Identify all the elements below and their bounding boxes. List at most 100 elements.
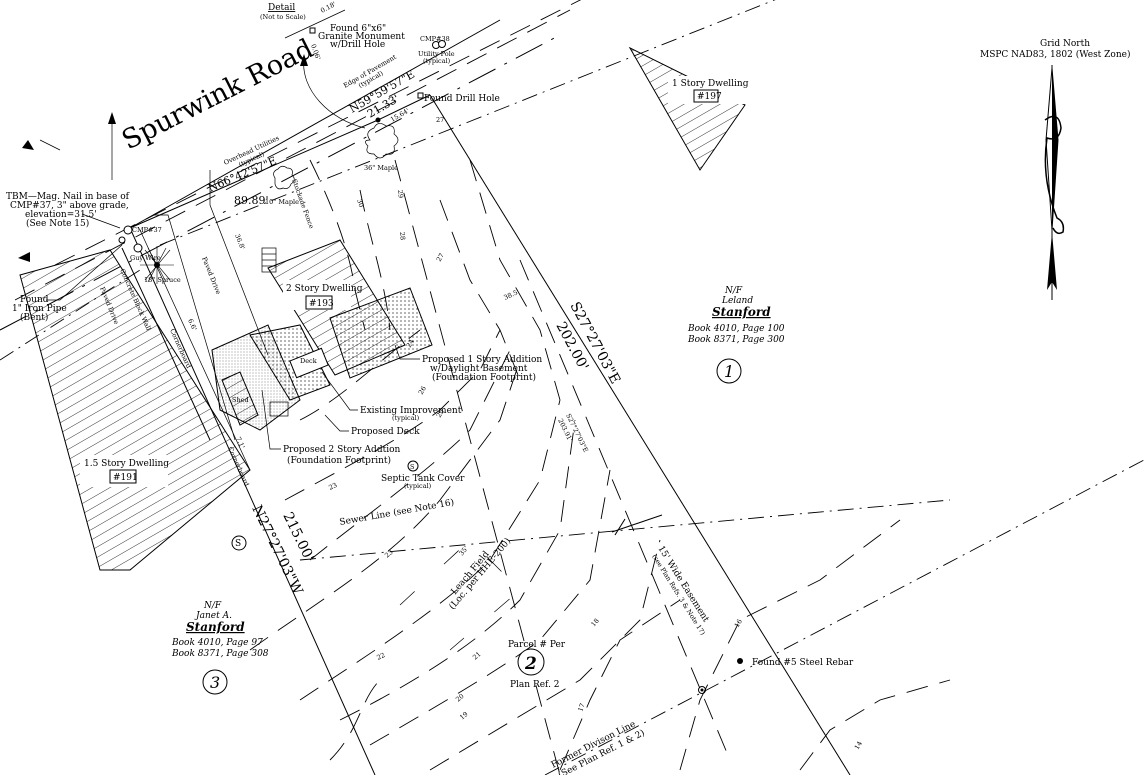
tbm-line-3: elevation=31.5': [25, 210, 97, 220]
dwelling-193-label: 2 Story Dwelling: [286, 284, 363, 294]
road-lines: [0, 0, 776, 361]
contour-label: 22: [375, 651, 386, 662]
contour-label: 17: [576, 702, 586, 713]
owner-3-first: Janet A.: [194, 611, 232, 621]
iron-pipe-line-2: 1" Iron Pipe: [12, 304, 67, 314]
rebar-marker: [737, 658, 743, 664]
sewer-label: Sewer Line (see Note 16): [339, 497, 455, 528]
parcel-2-top: Parcel # Per: [508, 640, 566, 650]
detail-title: Detail: [268, 3, 295, 13]
monument-line-3: w/Drill Hole: [330, 40, 385, 50]
maple-10-label: 10" Maple: [265, 198, 299, 206]
parcel-2-number: 2: [524, 654, 537, 674]
cmp37-pole: [123, 225, 133, 235]
proposed-deck-label: Proposed Deck: [351, 427, 420, 437]
guy-wire-label: Guy Wire: [130, 254, 161, 262]
offset-d: 38.5': [502, 288, 520, 302]
deck-label: Deck: [300, 357, 317, 365]
contour-label: 25: [435, 408, 446, 419]
owner-3-block: N/F Janet A. Stanford Book 4010, Page 97…: [171, 601, 269, 695]
detail-subtitle: (Not to Scale): [260, 13, 306, 21]
tbm-line-1: TBM—Mag. Nail in base of: [6, 192, 130, 202]
contour-label: 23: [383, 548, 394, 559]
dwelling-191-label: 1.5 Story Dwelling: [84, 459, 169, 469]
iron-pipe-line-1: Found: [20, 295, 49, 305]
contour-label: 20: [454, 692, 465, 703]
north-datum: MSPC NAD83, 1802 (West Zone): [980, 49, 1130, 60]
owner-1-book1: Book 4010, Page 100: [687, 324, 785, 334]
tbm-line-2: CMP#37, 3" above grade,: [10, 201, 129, 211]
owner-1-nf: N/F: [724, 286, 743, 296]
spruce-label: 18" Spruce: [144, 276, 181, 284]
leach-dim: 35': [457, 544, 470, 557]
contour-label: 23: [327, 481, 338, 492]
tbm-line-4: (See Note 15): [26, 218, 89, 229]
owner-3-book1: Book 4010, Page 97: [171, 638, 263, 648]
contour-label: 19: [458, 710, 469, 721]
contour-label: 16: [733, 618, 744, 629]
north-title: Grid North: [1040, 39, 1090, 49]
contour-label: 27: [435, 252, 446, 263]
proposed-2-line-2: (Foundation Footprint): [287, 455, 391, 466]
paved-drive-label-a: Paved Drive: [200, 256, 222, 296]
contour-label: 29: [396, 189, 405, 198]
utility-pole-label: Utility Pole: [418, 50, 455, 58]
monument-line-1: Found 6"x6": [330, 24, 386, 34]
sewer-symbol: S: [235, 539, 241, 549]
contour-label: 30: [355, 198, 365, 209]
proposed-1-line-2: w/Daylight Basement: [430, 364, 528, 374]
rebar-label: Found #5 Steel Rebar: [752, 658, 854, 668]
contour-label: 26: [417, 385, 428, 396]
owner-1-block: N/F Leland Stanford Book 4010, Page 100 …: [687, 286, 785, 384]
iron-pipe-line-3: (Bent): [20, 312, 48, 323]
contour-lines: [249, 159, 951, 771]
offset-a: 6.6': [186, 318, 198, 333]
proposed-1-line-3: (Foundation Footprint): [432, 372, 536, 383]
cmp37-label: CMP#37: [132, 226, 162, 234]
proposed-2-line-1: Proposed 2 Story Addtion: [283, 445, 400, 455]
dwelling-197-label: 1 Story Dwelling: [672, 79, 749, 89]
dwelling-193-number: #193: [309, 299, 334, 309]
contour-label: 14: [853, 740, 864, 751]
contour-label: 27: [436, 116, 444, 124]
shed-label: Shed: [232, 396, 249, 404]
owner-1-number: 1: [724, 362, 734, 381]
front-b-distance: 89.89': [234, 194, 269, 207]
driveway: [121, 170, 269, 441]
contour-labels: 30 29 28 27 26 25 24 23 22 21 20 19 18 1…: [327, 116, 863, 751]
proposed-1-line-1: Proposed 1 Story Addition: [422, 355, 542, 365]
contour-label: 24: [405, 338, 416, 349]
north-arrow: Grid North MSPC NAD83, 1802 (West Zone): [980, 39, 1130, 300]
dwelling-191-footprint: [19, 249, 251, 571]
septic-note: (typical): [404, 482, 432, 490]
contour-label: 28: [398, 231, 407, 240]
owner-3-number: 3: [210, 673, 220, 692]
septic-label: Septic Tank Cover: [381, 474, 465, 484]
easement-note: (see Plan Refs. 3 & Note 17): [650, 553, 707, 637]
owner-1-book2: Book 8371, Page 300: [687, 335, 785, 345]
dwelling-191-number: #191: [113, 473, 138, 483]
parcel-2-bottom: Plan Ref. 2: [510, 680, 560, 690]
existing-improvement-label: Existing Improvement: [360, 406, 462, 416]
monument-marker: [375, 117, 381, 123]
found-drill-hole-label: Found Drill Hole: [424, 94, 500, 104]
dwelling-197-footprint: [628, 46, 746, 171]
monument-line-2: Granite Monument: [318, 32, 405, 42]
proposed-1-story-addition: [329, 287, 433, 379]
owner-3-book2: Book 8371, Page 308: [171, 649, 269, 659]
contour-label: 18: [589, 617, 600, 628]
easement-label: 15' Wide Easement: [655, 544, 710, 624]
owner-3-last: Stanford: [186, 620, 245, 634]
utility-pole-note: (typical): [423, 57, 451, 65]
owner-1-last: Stanford: [712, 305, 771, 319]
owner-3-nf: N/F: [203, 601, 222, 611]
stairs: [261, 247, 289, 417]
drill-hole-marker: [417, 92, 424, 99]
offset-c: 36.8': [233, 233, 247, 251]
maple-36-label: 36" Maple: [364, 164, 398, 172]
detail-dim-a: 0.18': [319, 0, 337, 15]
owner-1-first: Leland: [721, 296, 753, 306]
property-boundary: [129, 92, 1144, 775]
dwelling-197-number: #197: [697, 92, 722, 102]
